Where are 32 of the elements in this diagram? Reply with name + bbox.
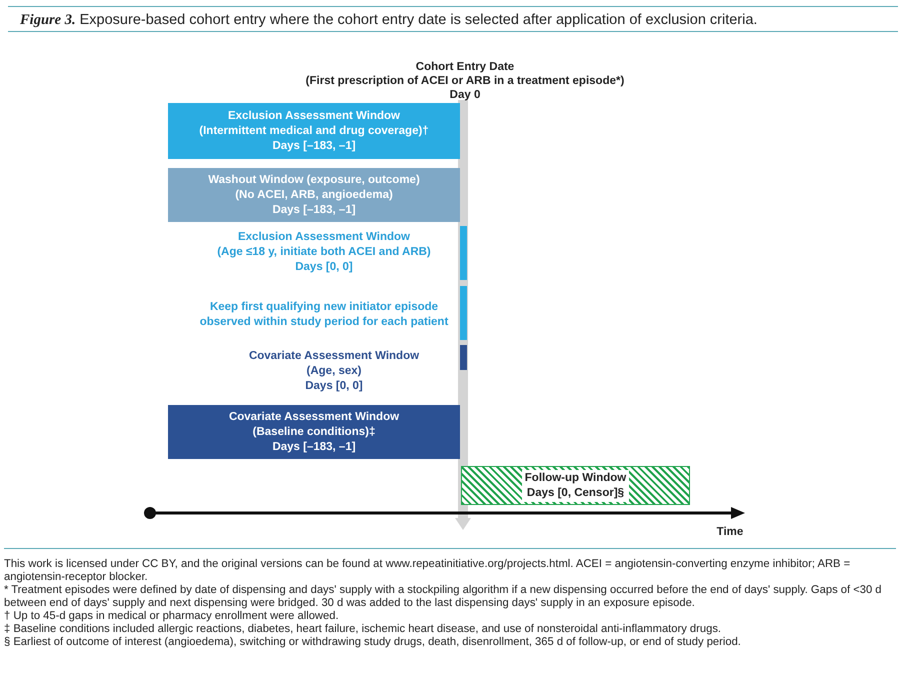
node-text: (Age ≤18 y, initiate both ACEI and ARB) (217, 245, 431, 260)
node-text: (Intermittent medical and drug coverage)† (199, 124, 429, 138)
node-text: (Baseline conditions)‡ (252, 424, 376, 440)
heading-text: Day 0 (448, 88, 482, 103)
node-text: Follow-up Window (524, 470, 626, 486)
caption-text: This work is licensed under CC BY, and the original versions can be found at www.repeatinitiative.org/projects.html. ACEI = angiotensin-converting enzyme inhibitor; ARB = angiotensin-receptor blocker. (4, 558, 852, 584)
heading-text: (First prescription of ACEI or ARB in a treatment episode*) (304, 74, 626, 89)
node-text: Washout Window (exposure, outcome) (208, 172, 420, 188)
window-bar (168, 405, 460, 459)
node-text: Exclusion Assessment Window (228, 108, 400, 124)
figure-title: Figure 3. Exposure-based cohort entry where the cohort entry date is selected after application of exclusion criteria. (8, 6, 898, 32)
node-text: (Age, sex) (306, 364, 362, 379)
footnote: * Treatment episodes were defined by date of dispensing and days' supply with a stockpiling algorithm if a new dispensing occurred before the end of days' supply. Gaps of <30 d between end of days' supply and next dispensing were bridged. 30 d was added to the last dispensing days' supply in an exposure episode. (4, 584, 883, 610)
window-bar (168, 168, 460, 222)
node-text: Days [0, Censor]§ (526, 486, 626, 500)
node-text: Exclusion Assessment Window (238, 230, 410, 245)
node-text: Keep first qualifying new initiator episode observed within study period for each patient (198, 300, 450, 330)
node-text: Days [–183, –1] (272, 202, 356, 218)
node-text: Days [0, 0] (295, 260, 353, 275)
node-text: Covariate Assessment Window (248, 349, 420, 364)
window-bar (168, 103, 460, 159)
heading-text: Cohort Entry Date (414, 60, 516, 75)
follow-up-window-bar (461, 466, 690, 505)
node-text: Days [0, 0] (305, 379, 363, 394)
footnote: ‡ Baseline conditions included allergic reactions, diabetes, heart failure, ischemic heart disease, and use of nonsteroidal anti-inflammatory drugs. (4, 623, 722, 636)
node-text: Days [–183, –1] (272, 440, 356, 454)
axis-label: Time (716, 525, 744, 540)
node-text: Covariate Assessment Window (228, 410, 400, 424)
footnote: § Earliest of outcome of interest (angioedema), switching or withdrawing study drugs, death, disenrollment, 365 d of follow-up, or end of study period. (4, 636, 742, 649)
footnote: † Up to 45-d gaps in medical or pharmacy enrollment were allowed. (4, 610, 340, 623)
node-text: Days [–183, –1] (272, 138, 356, 154)
node-text: (No ACEI, ARB, angioedema) (235, 188, 393, 202)
